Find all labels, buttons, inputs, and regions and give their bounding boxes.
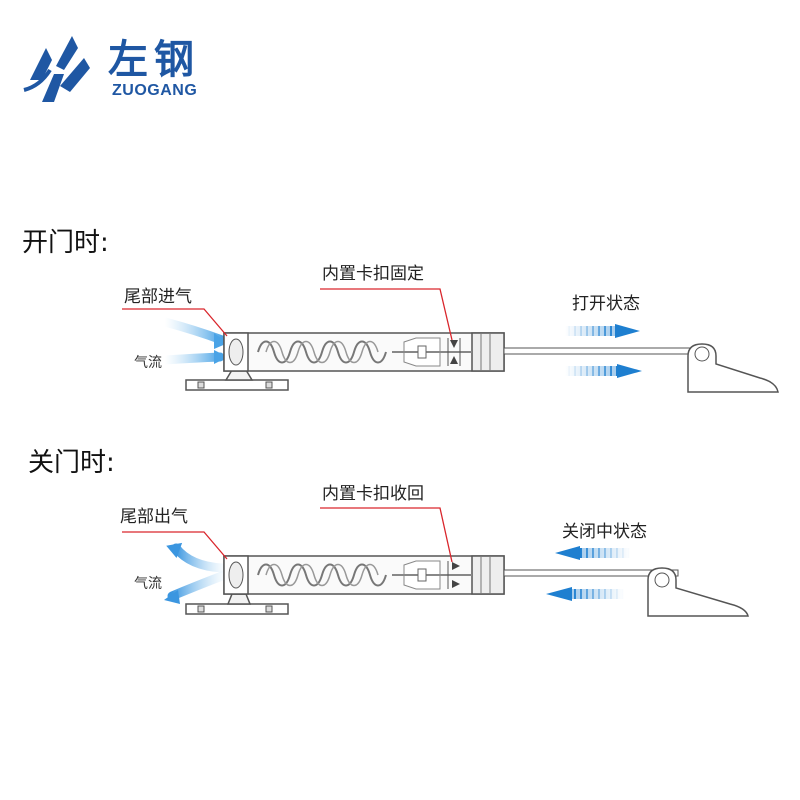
- brand-name-cn: 左钢: [108, 37, 200, 83]
- piston-rod: [503, 347, 701, 355]
- close-section-heading: 关门时:: [28, 448, 115, 478]
- close-state-arrow-top: [555, 546, 580, 560]
- door-bracket: [687, 343, 779, 393]
- airflow-out-arrow-top: [171, 543, 227, 573]
- leader-line-tail: [122, 308, 228, 337]
- close-tail-label: 尾部出气: [120, 507, 188, 527]
- close-door-assembly: [122, 507, 749, 617]
- airflow-out-arrow-bottom: [167, 571, 227, 601]
- leader-line-catch: [320, 288, 453, 341]
- leader-line-catch: [320, 507, 453, 563]
- close-airflow-label: 气流: [134, 576, 162, 592]
- catch-tab-upper: [450, 340, 458, 348]
- catch-tab-upper-retracted: [452, 562, 460, 570]
- close-catch-label: 内置卡扣收回: [322, 484, 424, 504]
- catch-tab-lower: [450, 356, 458, 364]
- open-state-arrow-top: [615, 324, 640, 338]
- open-section-heading: 开门时:: [22, 228, 109, 258]
- brand-emblem-icon: [23, 36, 90, 102]
- close-state-arrow-bottom: [546, 587, 572, 601]
- open-airflow-label: 气流: [134, 355, 162, 371]
- close-state-label: 关闭中状态: [562, 522, 647, 542]
- airflow-in-arrow-bottom: [160, 352, 225, 365]
- open-tail-label: 尾部进气: [124, 287, 192, 307]
- piston-rod: [503, 569, 679, 577]
- open-state-label: 打开状态: [572, 294, 640, 314]
- airflow-in-arrow-top: [160, 317, 227, 345]
- door-bracket: [647, 567, 749, 617]
- open-catch-label: 内置卡扣固定: [322, 264, 424, 284]
- brand-logo: 左钢 ZUOGANG: [20, 30, 220, 110]
- open-state-arrow-bottom: [617, 364, 642, 378]
- brand-name-en: ZUOGANG: [112, 82, 198, 99]
- catch-tab-lower-retracted: [452, 580, 460, 588]
- leader-line-tail: [122, 531, 228, 560]
- open-door-assembly: [122, 288, 779, 393]
